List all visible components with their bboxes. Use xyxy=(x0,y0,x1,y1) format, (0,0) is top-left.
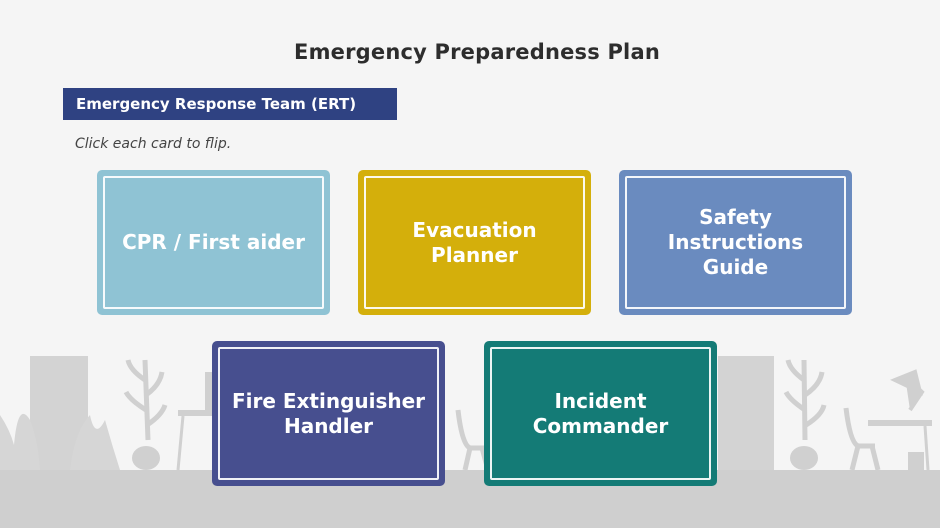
plant-leaves-right xyxy=(783,359,827,441)
card-label: Safety Instructions Guide xyxy=(667,205,804,279)
floor-band xyxy=(0,470,940,528)
instruction-text: Click each card to flip. xyxy=(75,136,232,152)
card-inner-border: Incident Commander xyxy=(490,347,711,480)
flip-card-safety-instructions-guide[interactable]: Safety Instructions Guide xyxy=(619,170,852,315)
card-label: Fire Extinguisher Handler xyxy=(231,388,426,438)
cabinet-right xyxy=(718,356,774,470)
card-inner-border: Evacuation Planner xyxy=(364,176,585,309)
flip-card-incident-commander[interactable]: Incident Commander xyxy=(484,341,717,486)
card-label: Incident Commander xyxy=(532,388,669,438)
flip-card-fire-extinguisher-handler[interactable]: Fire Extinguisher Handler xyxy=(212,341,445,486)
bush-silhouette-2 xyxy=(70,415,120,470)
plant-leaves-left xyxy=(123,359,168,441)
plant-pot-left xyxy=(132,446,160,470)
monitor-left xyxy=(205,372,215,410)
card-label: Evacuation Planner xyxy=(412,217,537,267)
lamp-right xyxy=(890,369,925,412)
card-inner-border: CPR / First aider xyxy=(103,176,324,309)
card-label: CPR / First aider xyxy=(122,230,305,254)
page-title: Emergency Preparedness Plan xyxy=(294,40,660,64)
bin-right xyxy=(908,452,924,470)
desk-left xyxy=(178,410,218,416)
card-inner-border: Fire Extinguisher Handler xyxy=(218,347,439,480)
plant-pot-right xyxy=(790,446,818,470)
section-header: Emergency Response Team (ERT) xyxy=(63,88,397,120)
flip-card-evacuation-planner[interactable]: Evacuation Planner xyxy=(358,170,591,315)
bush-silhouette xyxy=(0,413,40,470)
desk-right xyxy=(868,420,932,426)
card-inner-border: Safety Instructions Guide xyxy=(625,176,846,309)
chair-right xyxy=(843,407,881,471)
flip-card-cpr-first-aider[interactable]: CPR / First aider xyxy=(97,170,330,315)
